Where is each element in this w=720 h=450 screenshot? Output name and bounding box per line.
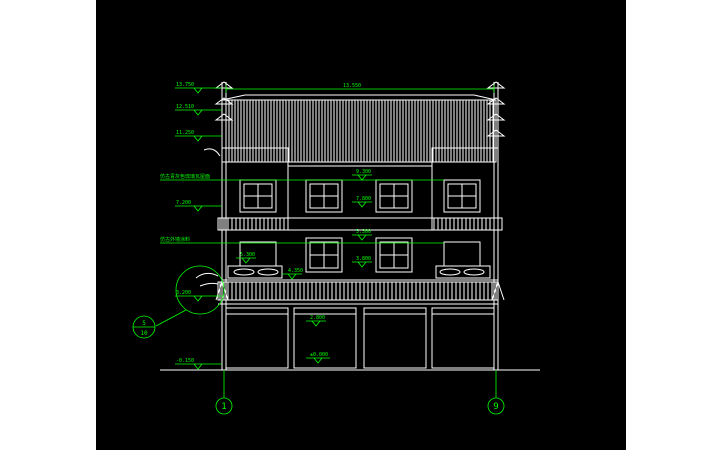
mid-window-lower-bottom-elev: 3.800 bbox=[356, 256, 371, 262]
left-balcony-elev: 4.350 bbox=[288, 268, 303, 274]
shopfronts bbox=[225, 307, 495, 369]
building bbox=[160, 81, 540, 371]
detail-sheet: 10 bbox=[140, 330, 148, 337]
corner-pillars bbox=[214, 81, 506, 370]
mid-top-elev: 9.300 bbox=[356, 169, 371, 175]
elev-minus-0150: -0.150 bbox=[176, 358, 194, 364]
elev-3200: 3.200 bbox=[176, 290, 191, 296]
detail-circle bbox=[175, 265, 225, 315]
labels: 13.750 12.510 11.250 7.200 3.200 -0.150 … bbox=[140, 82, 498, 412]
mid-window-lower-top-elev: 5.300 bbox=[356, 229, 371, 235]
rail-left bbox=[227, 265, 283, 279]
grid-bubble-left bbox=[215, 397, 233, 415]
grid-bubble-right bbox=[487, 397, 505, 415]
roof-tiles bbox=[225, 100, 494, 162]
overall-width-dim: 13.550 bbox=[343, 83, 361, 89]
cad-viewport[interactable] bbox=[96, 0, 626, 450]
lower-note: 仿古外墙涂料 bbox=[160, 236, 190, 243]
balcony-band-hatch bbox=[219, 218, 499, 230]
main-roof bbox=[221, 99, 497, 163]
ground-floor-dim: 2.800 bbox=[310, 315, 325, 321]
upper-eave-note: 仿古青灰色琉璃瓦屋面 bbox=[160, 173, 210, 180]
rail-right bbox=[435, 265, 491, 279]
upper-windows bbox=[239, 179, 481, 213]
left-eave-ornament bbox=[203, 148, 221, 157]
mid-window-upper-elev: 7.800 bbox=[356, 196, 371, 202]
left-window-lower-elev: 5.300 bbox=[240, 252, 255, 258]
elev-13750: 13.750 bbox=[176, 82, 194, 88]
roof-ridge-right bbox=[473, 94, 497, 101]
elev-12510: 12.510 bbox=[176, 104, 194, 110]
detail-number: 5 bbox=[142, 320, 146, 327]
elev-7200: 7.200 bbox=[176, 200, 191, 206]
grid-label-left: 1 bbox=[221, 402, 226, 412]
annotations bbox=[132, 85, 505, 415]
elev-11250: 11.250 bbox=[176, 130, 194, 136]
grid-label-right: 9 bbox=[493, 402, 498, 412]
ground-elev: ±0.000 bbox=[310, 352, 328, 358]
ground-eave-hatch bbox=[219, 282, 497, 300]
